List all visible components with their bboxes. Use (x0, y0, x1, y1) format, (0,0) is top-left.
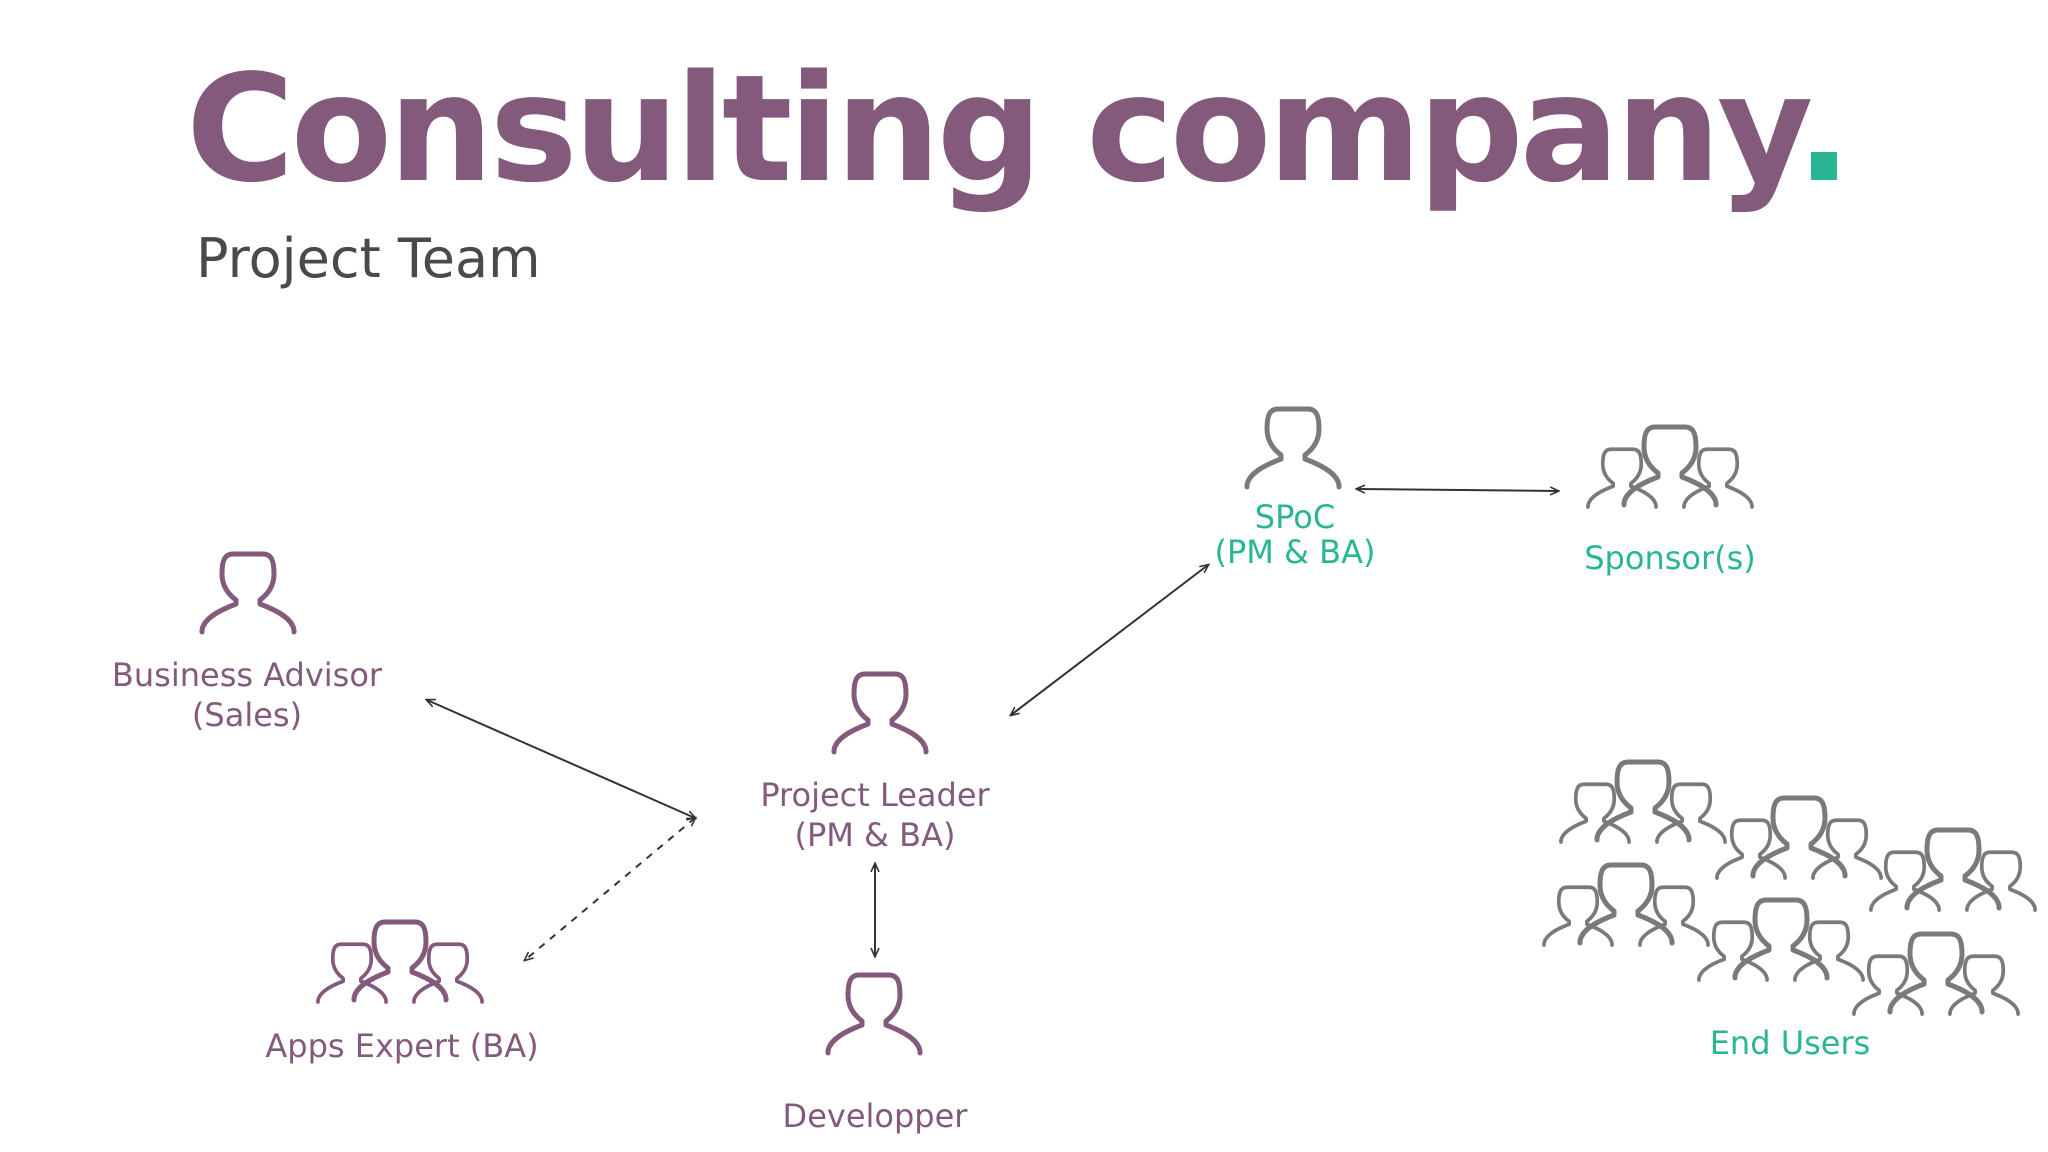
project-leader-label: Project Leader (760, 776, 990, 814)
arrow-leader-spoc (1011, 565, 1208, 715)
group-icon (1871, 830, 2035, 910)
title-dot: . (1795, 43, 1852, 215)
page-subtitle: Project Team (196, 227, 541, 290)
project-leader-sublabel: (PM & BA) (794, 816, 955, 854)
developer-label: Developper (783, 1097, 969, 1135)
apps-expert-label: Apps Expert (BA) (265, 1027, 538, 1065)
arrow-leader-apps-expert (525, 818, 695, 960)
spoc-label: SPoC (1255, 498, 1335, 536)
group-icon (1854, 934, 2018, 1014)
arrows (427, 489, 1558, 960)
project-leader-node: Project Leader (PM & BA) (760, 674, 991, 854)
end-users-node: End Users (1544, 762, 2035, 1062)
group-icon (1717, 798, 1881, 878)
title-text: Consulting company (186, 43, 1800, 215)
group-icon (1699, 900, 1863, 980)
business-advisor-sublabel: (Sales) (192, 696, 302, 734)
arrow-leader-advisor (427, 700, 695, 818)
person-icon (834, 674, 926, 752)
person-icon (828, 975, 920, 1053)
group-icon (1588, 427, 1752, 507)
business-advisor-label: Business Advisor (112, 656, 383, 694)
group-icon (1561, 762, 1725, 842)
sponsors-node: Sponsor(s) (1584, 427, 1756, 577)
sponsors-label: Sponsor(s) (1584, 539, 1756, 577)
group-icon (318, 922, 482, 1002)
spoc-node: SPoC (PM & BA) (1214, 409, 1376, 571)
apps-expert-node: Apps Expert (BA) (265, 922, 539, 1065)
arrow-spoc-sponsors (1357, 489, 1558, 491)
developer-node: Developper (783, 975, 969, 1135)
end-users-label: End Users (1710, 1024, 1871, 1062)
business-advisor-node: Business Advisor (Sales) (112, 554, 383, 734)
person-icon (202, 554, 294, 632)
page-title: Consulting company. (186, 43, 1852, 215)
group-icon (1544, 865, 1708, 945)
spoc-sublabel: (PM & BA) (1214, 533, 1375, 571)
person-icon (1247, 409, 1339, 487)
